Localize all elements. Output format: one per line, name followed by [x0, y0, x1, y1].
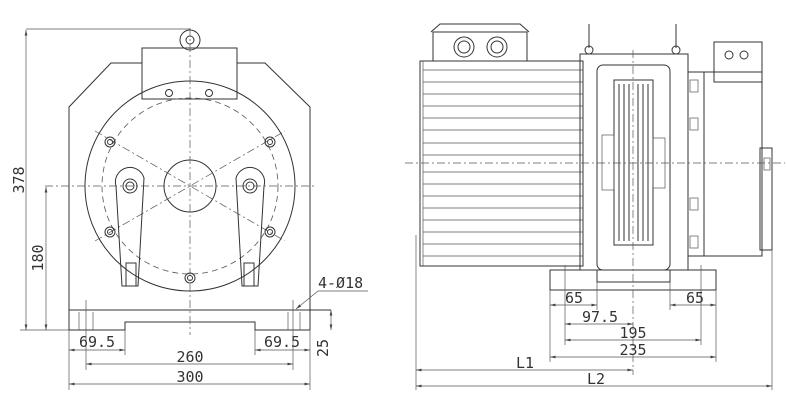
dim-foot-left: 65 [565, 289, 583, 307]
motor-body [419, 60, 584, 267]
mounting-feet [549, 269, 717, 291]
dim-sheave-offset: 97.5 [582, 308, 618, 326]
dim-l2: L2 [587, 370, 605, 388]
front-view: 378 180 25 69.5 69.5 260 300 4-Ø18 [10, 28, 368, 390]
dim-foot-left: 69.5 [79, 333, 115, 351]
base-plate [68, 309, 331, 331]
hole-callout: 4-Ø18 [318, 274, 363, 292]
frame-window [596, 64, 671, 271]
bolts [104, 89, 276, 284]
dim-height-total: 378 [10, 166, 28, 193]
side-view: 65 65 97.5 195 235 L1 L2 [405, 23, 785, 390]
dim-base-length: 235 [619, 341, 646, 359]
dim-base-thickness: 25 [314, 339, 332, 357]
eyebolts [584, 24, 681, 55]
dim-center-height: 180 [29, 244, 47, 271]
dim-hole-spacing: 195 [619, 324, 646, 342]
brake-unit [687, 41, 773, 257]
dim-l1: L1 [516, 354, 534, 372]
terminal-box [430, 23, 530, 61]
dim-foot-right: 65 [686, 289, 704, 307]
dim-foot-right: 69.5 [264, 333, 300, 351]
dim-base-width: 300 [176, 368, 203, 386]
housing-right [237, 62, 311, 310]
traction-sheave [601, 79, 666, 246]
housing-left [68, 62, 142, 310]
top-box [141, 47, 238, 100]
cooling-fins [422, 61, 583, 266]
traction-frame [579, 53, 689, 271]
dim-hole-spacing: 260 [176, 348, 203, 366]
